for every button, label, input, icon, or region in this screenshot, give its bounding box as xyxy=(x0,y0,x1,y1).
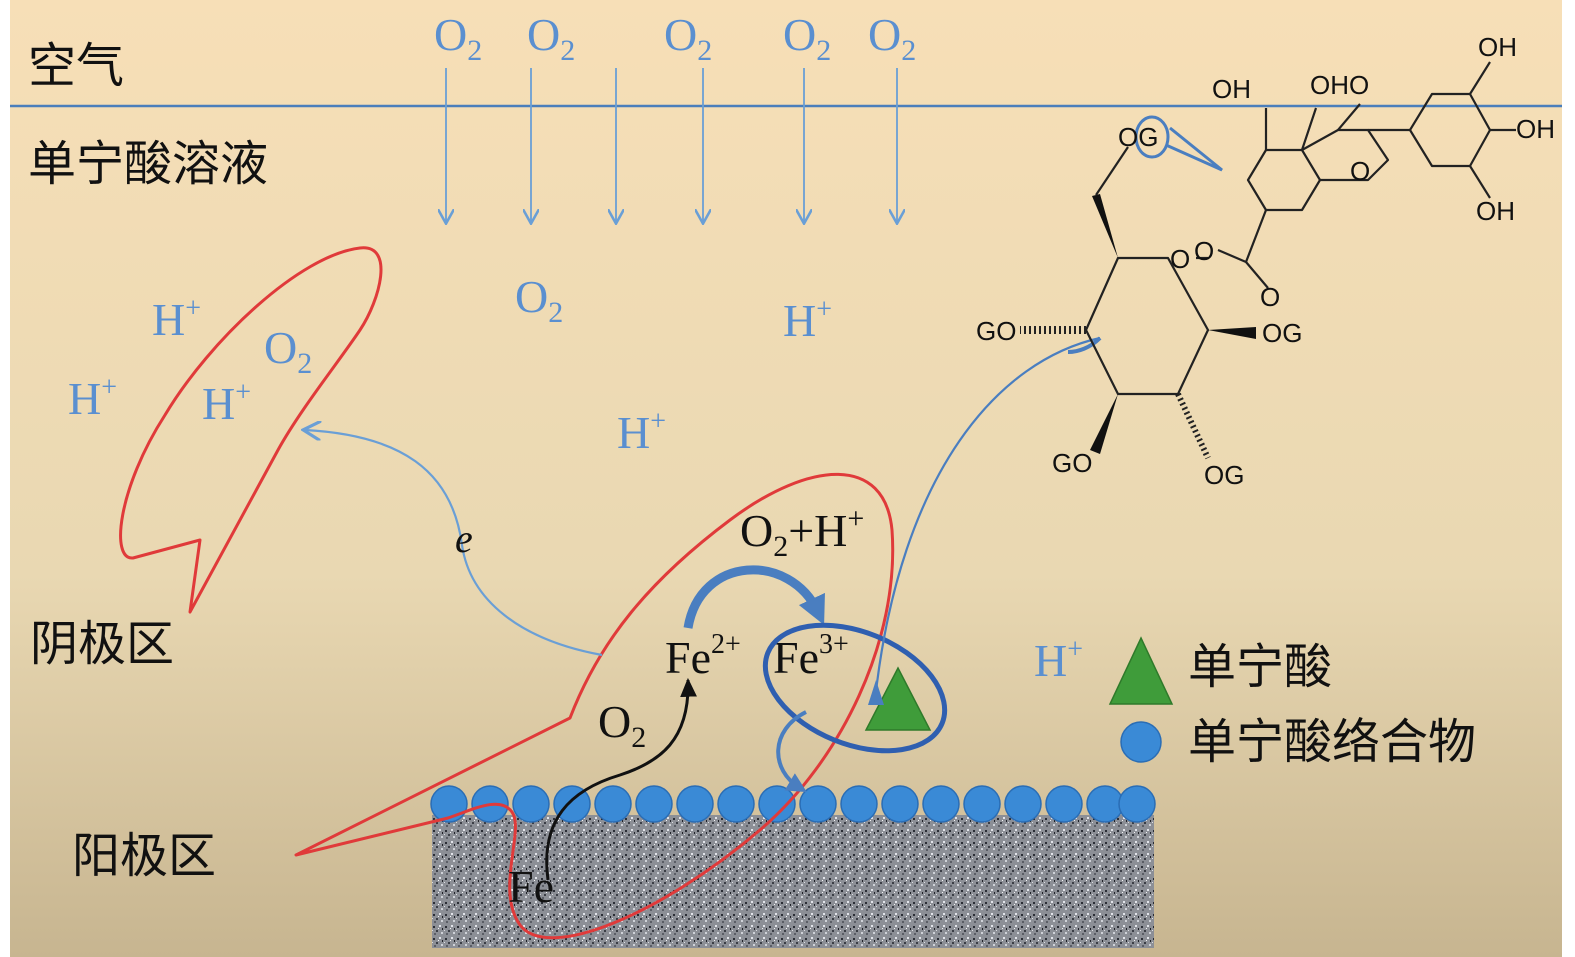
anode-region-label: 阳极区 xyxy=(72,828,216,884)
complex-bead xyxy=(553,785,591,823)
cathode-region-label: 阴极区 xyxy=(30,616,174,672)
ring-oxygen-label: O xyxy=(1170,244,1190,274)
complex-bead xyxy=(840,785,878,823)
anode-region-outline xyxy=(294,472,895,940)
complex-bead xyxy=(963,785,1001,823)
tannic-acid-transport-line xyxy=(873,336,1101,701)
electron-flow-arrow xyxy=(305,430,603,657)
o2-air-label: O2 xyxy=(783,9,831,67)
hydrogen-ion-label: H+ xyxy=(202,377,251,429)
go-label: GO xyxy=(976,316,1016,346)
legend-tannic-acid-label: 单宁酸 xyxy=(1188,639,1332,695)
complex-bead xyxy=(922,785,960,823)
complex-bead xyxy=(1086,785,1124,823)
complex-bead xyxy=(717,785,755,823)
ch2-bond xyxy=(1095,146,1129,196)
o2-air-label: O2 xyxy=(527,9,575,67)
cathode-region-outline xyxy=(119,246,383,614)
hydrogen-ion-label: H+ xyxy=(617,406,666,458)
hydrogen-ion-label: H+ xyxy=(68,372,117,424)
complex-bead xyxy=(594,785,632,823)
tannic-acid-structure xyxy=(1020,61,1516,460)
hashed-bond xyxy=(1175,392,1211,460)
carbonyl-bond xyxy=(1337,103,1361,131)
o2-solution-label: O2 xyxy=(515,271,563,329)
complex-deposition-arrow xyxy=(776,710,807,793)
iron-label: Fe xyxy=(508,861,554,912)
complex-bead xyxy=(512,785,550,823)
o2-anode-label: O2 xyxy=(598,696,646,754)
legend-complex-label: 单宁酸络合物 xyxy=(1188,714,1476,770)
complex-film xyxy=(430,785,1156,823)
ferric-ion-label: Fe3+ xyxy=(773,629,849,683)
complex-bead xyxy=(635,785,673,823)
complex-bead xyxy=(1004,785,1042,823)
carbonyl-oxygen-label: O xyxy=(1260,282,1280,312)
hydrogen-ion-label: H+ xyxy=(1034,634,1083,686)
hydroxyl-label: OH xyxy=(1516,114,1555,144)
ester-oxygen-label: O xyxy=(1194,236,1214,266)
hydroxyl-bond xyxy=(1469,61,1491,95)
electron-label: e xyxy=(455,516,473,561)
fe2-to-fe3-oxidation-arrow xyxy=(683,565,825,629)
complex-bead xyxy=(1045,785,1083,823)
hydroxyl-label: OH xyxy=(1476,196,1515,226)
complex-bead xyxy=(881,785,919,823)
oxygen-hydrogen-reactant-label: O2+H+ xyxy=(740,502,864,563)
og-label: OG xyxy=(1262,318,1302,348)
tannic-acid-transport-hook xyxy=(1067,336,1102,354)
o2-air-label: O2 xyxy=(868,9,916,67)
wedge-bond xyxy=(1090,394,1118,454)
hydrogen-ion-label: H+ xyxy=(152,293,201,345)
legend-complex-icon xyxy=(1120,721,1162,763)
hydrogen-ion-label: H+ xyxy=(783,294,832,346)
og-highlight-pointer xyxy=(1165,126,1223,172)
ferrous-ion-label: Fe2+ xyxy=(665,629,741,683)
og-highlight-ring xyxy=(1134,115,1170,159)
hydroxyl-bond xyxy=(1469,165,1491,199)
carbonyl-bond xyxy=(1300,107,1318,151)
go-label: GO xyxy=(1052,448,1092,478)
wedge-bond xyxy=(1092,194,1118,258)
complex-bead xyxy=(758,785,796,823)
wedge-bond xyxy=(1208,327,1256,339)
o2-air-label: O2 xyxy=(664,9,712,67)
lactone-oxygen-label: O xyxy=(1350,156,1370,186)
hydroxyl-label: OH xyxy=(1478,32,1517,62)
og-label: OG xyxy=(1204,460,1244,490)
complexation-ellipse xyxy=(762,622,948,754)
tannic-acid-transport-arrowhead xyxy=(868,680,884,705)
o2-air-label: O2 xyxy=(434,9,482,67)
o2-cathode-label: O2 xyxy=(264,322,312,380)
legend: 单宁酸 单宁酸络合物 xyxy=(1108,636,1476,770)
ester-bond xyxy=(1244,209,1268,263)
solution-label: 单宁酸溶液 xyxy=(28,136,268,192)
hydroxyl-label: OH xyxy=(1212,74,1251,104)
legend-tannic-acid-icon xyxy=(1108,636,1174,705)
iron-substrate xyxy=(432,815,1154,948)
og-label: OG xyxy=(1118,122,1158,152)
oho-label: OHO xyxy=(1310,70,1369,100)
complex-bead xyxy=(676,785,714,823)
complex-bead xyxy=(799,785,837,823)
iron-oxidation-arrow xyxy=(545,677,697,881)
complex-bead xyxy=(1118,785,1156,823)
air-label: 空气 xyxy=(28,38,124,94)
